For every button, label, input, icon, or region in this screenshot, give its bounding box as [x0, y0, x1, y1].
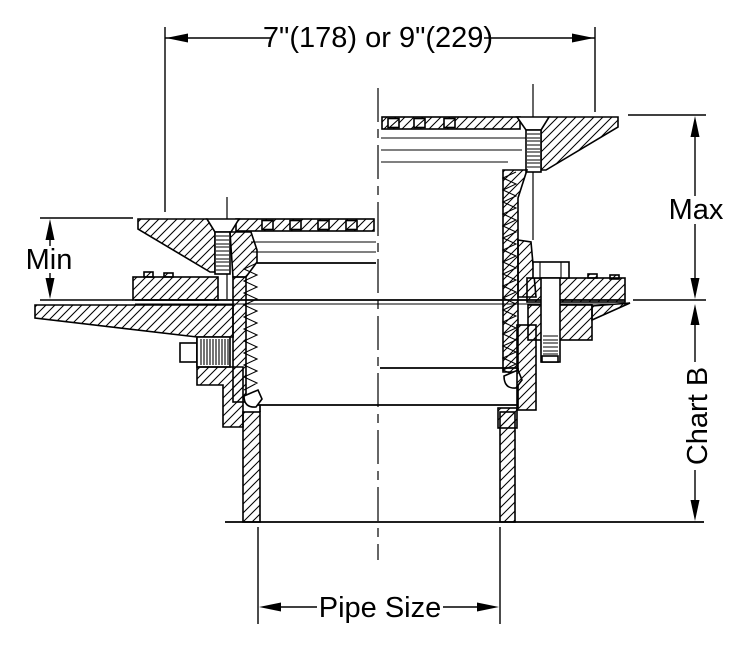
min-label: Min	[26, 244, 73, 276]
arrowhead-right	[477, 602, 499, 612]
clamp-ring-nub	[587, 273, 598, 279]
extension-lines	[257, 527, 501, 624]
deck-flange-tip-right	[591, 302, 631, 322]
pipe-wall-left	[242, 411, 261, 523]
arrowhead-down	[690, 278, 700, 299]
grate-slot	[413, 117, 426, 129]
centerlines	[226, 84, 534, 560]
arrowhead-up	[690, 116, 700, 137]
dimension-chart-b: Chart B	[682, 304, 714, 521]
strainer-assembly-max	[381, 116, 631, 429]
arrowhead-left	[166, 33, 188, 43]
grate-slot	[387, 117, 400, 129]
grate-slot	[443, 117, 456, 129]
clamp-ring-nub	[609, 274, 620, 280]
collar-neck-left	[229, 231, 258, 278]
chart-b-label: Chart B	[682, 367, 714, 465]
tick-lines	[40, 217, 133, 301]
hub-step-right	[497, 407, 518, 429]
socket-shoulder-main	[257, 404, 518, 412]
max-label: Max	[669, 194, 724, 226]
dimension-top-span: 7"(178) or 9"(229)	[164, 22, 596, 212]
pipe-size-label: Pipe Size	[319, 592, 442, 624]
thread-zigzag-left	[242, 262, 259, 391]
dimension-min: Min	[26, 217, 133, 301]
hex-bolt-facets	[539, 262, 562, 278]
clamp-ring-nub	[163, 272, 174, 278]
dimension-max: Max	[628, 114, 724, 301]
collar-rings-right	[381, 137, 526, 163]
dimension-pipe-size: Pipe Size	[257, 527, 501, 624]
clamp-ring-left	[132, 276, 219, 301]
arrowhead-right	[572, 33, 594, 43]
socket-shoulder-right	[380, 367, 519, 408]
flange-rim-wedge-left	[137, 218, 216, 273]
deck-flange-wedge-left	[34, 304, 234, 338]
hex-bolt-head	[532, 261, 570, 279]
extension-lines	[164, 27, 596, 212]
arrowhead-down	[690, 500, 700, 521]
top-span-label: 7"(178) or 9"(229)	[263, 22, 493, 54]
screw-threads-right	[527, 133, 540, 168]
arrowhead-left	[259, 602, 281, 612]
hex-bolt-shank	[540, 277, 561, 363]
screw-shank-left	[214, 231, 231, 275]
collar-foot-left	[243, 388, 263, 408]
screw-threads-left	[216, 235, 229, 271]
strainer-assembly-min	[34, 218, 375, 428]
side-bolt-head-left	[179, 342, 198, 363]
hex-bolt-tip	[541, 355, 559, 363]
grate-slot-ticks	[262, 220, 357, 230]
screw-shank-right	[525, 129, 542, 173]
clamp-ring-nub	[143, 271, 154, 278]
collar-rings-left	[251, 241, 376, 253]
flange-rim-wedge-right	[540, 116, 619, 171]
grate-slot-ticks	[389, 118, 456, 128]
arrowhead-down	[45, 278, 55, 299]
side-bolt-threads-left	[200, 339, 229, 365]
arrowhead-up	[690, 304, 700, 325]
hub-wall-right	[516, 324, 537, 411]
arrowhead-up	[45, 219, 55, 240]
hub-steps-left	[196, 366, 244, 428]
hex-bolt-threads	[543, 335, 558, 359]
thread-zigzag-right	[501, 171, 518, 377]
